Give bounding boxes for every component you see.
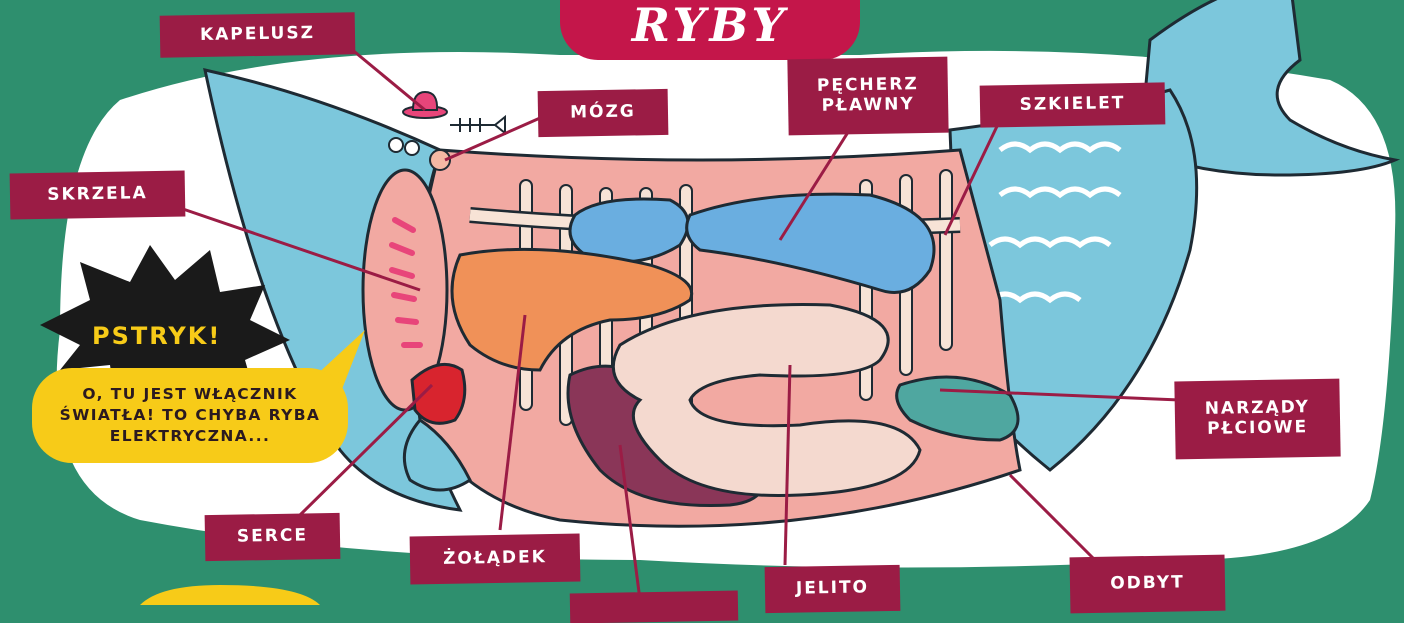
lower-bubble-peek bbox=[140, 585, 320, 605]
label-narzady-plciowe: NARZĄDY PŁCIOWE bbox=[1174, 379, 1340, 460]
hat-crown bbox=[413, 92, 437, 110]
label-jelito: JELITO bbox=[765, 565, 901, 613]
label-skrzela: SKRZELA bbox=[10, 170, 186, 219]
label-kapelusz: KAPELUSZ bbox=[160, 12, 356, 57]
fish-eye bbox=[405, 141, 419, 155]
label-szkielet: SZKIELET bbox=[980, 82, 1166, 127]
label-serce: SERCE bbox=[205, 513, 341, 561]
fish-anatomy-diagram: RYBY KAPELUSZ MÓZG PĘCHERZ PŁAWNY SZKIEL… bbox=[0, 0, 1404, 605]
rib bbox=[940, 170, 952, 350]
page-title: RYBY bbox=[632, 0, 789, 52]
label-watroba bbox=[570, 591, 738, 623]
label-pecherz-plawny: PĘCHERZ PŁAWNY bbox=[787, 57, 948, 136]
label-zoladek: ŻOŁĄDEK bbox=[410, 534, 581, 585]
pstryk-sound-effect: PSTRYK! bbox=[92, 322, 221, 350]
heart bbox=[412, 364, 465, 423]
speech-bubble: O, TU JEST WŁĄCZNIK ŚWIATŁA! TO CHYBA RY… bbox=[32, 368, 348, 463]
title-badge: RYBY bbox=[560, 0, 860, 60]
fish-eye bbox=[389, 138, 403, 152]
label-mozg: MÓZG bbox=[538, 89, 669, 137]
